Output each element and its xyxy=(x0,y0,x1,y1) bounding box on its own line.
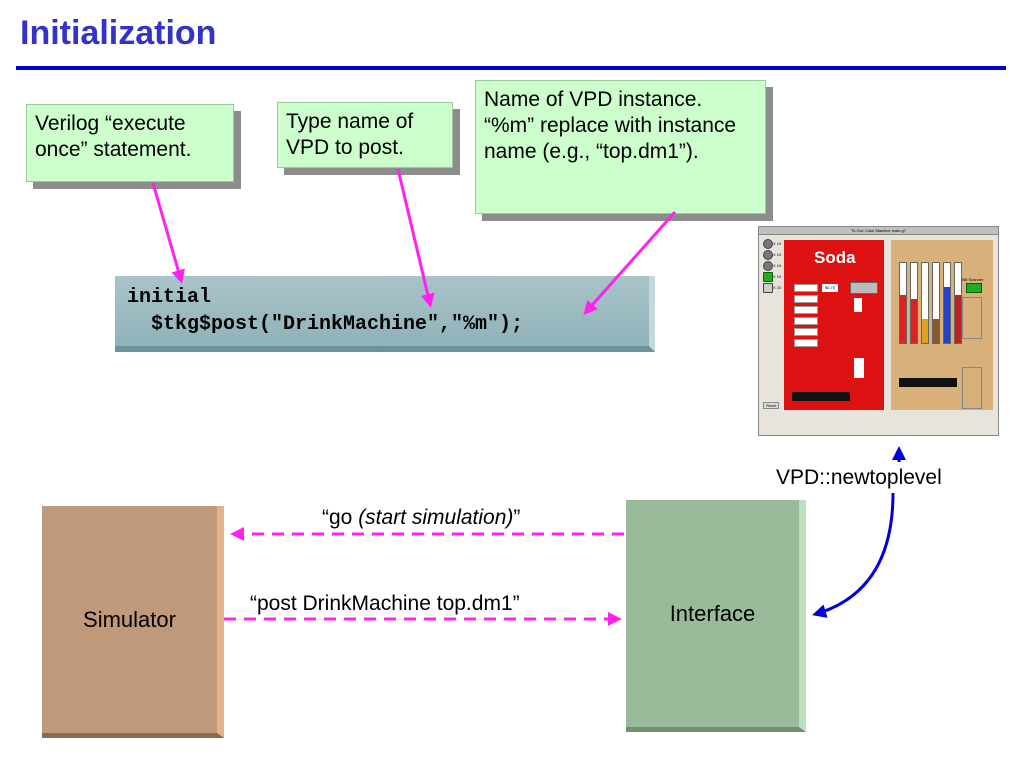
drink-button xyxy=(794,317,818,325)
bottle-slot xyxy=(792,392,850,401)
inventory-column xyxy=(921,262,929,344)
soda-brand: Soda xyxy=(814,248,856,267)
inventory-column xyxy=(943,262,951,344)
arrow-newtoplevel-in xyxy=(812,492,895,618)
code-line-2: $tkg$post("DrinkMachine","%m"); xyxy=(127,313,524,336)
vpd-window-screenshot: Tk Gui: Coke Machine main.g? X 10 X 10 X… xyxy=(758,226,999,436)
code-line-1: initial xyxy=(127,286,212,309)
bill-scanner-icon xyxy=(966,283,982,293)
inventory-column xyxy=(954,262,962,344)
drink-button xyxy=(794,295,818,303)
slide-title: Initialization xyxy=(20,14,217,52)
coin-changer xyxy=(962,297,982,339)
interface-label: Interface xyxy=(669,600,756,626)
interface-box: Interface xyxy=(626,500,806,732)
callout-type-name: Type name of VPD to post. xyxy=(277,102,453,168)
coin-icon xyxy=(763,250,773,260)
coin-label: X 10 xyxy=(773,263,782,268)
coin-icon xyxy=(763,239,773,249)
go-message-close: ” xyxy=(513,506,521,529)
coin-label: X 10 xyxy=(773,274,782,279)
callout-verilog: Verilog “execute once” statement. xyxy=(26,104,234,182)
go-message-italic: (start simulation) xyxy=(358,506,514,529)
inventory-column xyxy=(899,262,907,344)
drink-button xyxy=(794,284,818,292)
coin-return xyxy=(854,298,862,312)
bill-icon xyxy=(763,283,773,293)
bill-scanner-label: Bill Scanner xyxy=(962,277,984,282)
coin-label: X 20 xyxy=(773,285,782,290)
code-block: initial $tkg$post("DrinkMachine","%m"); xyxy=(115,276,655,352)
title-divider xyxy=(16,66,1006,70)
bottle-tray xyxy=(899,378,957,387)
coin-slot xyxy=(850,282,878,294)
coin-label: X 10 xyxy=(773,252,782,257)
drink-button xyxy=(794,328,818,336)
drink-button xyxy=(794,339,818,347)
simulator-label: Simulator xyxy=(83,606,176,632)
drink-button xyxy=(794,306,818,314)
newtoplevel-label: VPD::newtoplevel xyxy=(776,466,942,489)
coin-label: X 10 xyxy=(773,241,782,246)
callout-instance-name: Name of VPD instance. “%m” replace with … xyxy=(475,80,766,214)
simulator-box: Simulator xyxy=(42,506,224,738)
coin-icon xyxy=(763,272,773,282)
soda-machine-front: Soda $0.75 xyxy=(784,240,884,410)
vpd-window-titlebar: Tk Gui: Coke Machine main.g? xyxy=(759,227,998,235)
inventory-column xyxy=(910,262,918,344)
change-tray xyxy=(962,367,982,409)
post-message: “post DrinkMachine top.dm1” xyxy=(250,592,520,615)
dispense-door xyxy=(854,358,864,378)
coin-icon xyxy=(763,261,773,271)
go-message: “go (start simulation)” xyxy=(322,506,520,530)
price-display: $0.75 xyxy=(822,284,838,292)
inventory-column xyxy=(932,262,940,344)
arrow-verilog-to-initial xyxy=(151,182,185,284)
go-message-open: “go xyxy=(322,506,359,529)
reset-button: Reset xyxy=(763,402,780,409)
